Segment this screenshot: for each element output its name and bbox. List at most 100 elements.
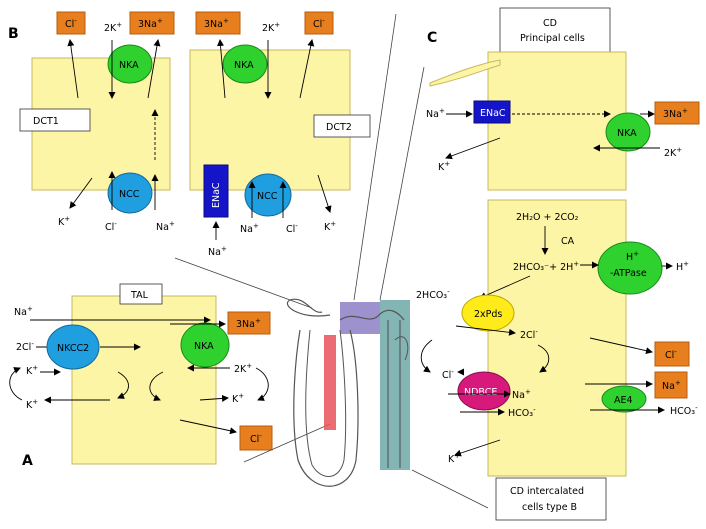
cl-box-c [654, 341, 690, 367]
arrow [589, 337, 653, 355]
arrow [299, 39, 315, 99]
arrow [179, 419, 237, 435]
na-label: 3Na+ [138, 17, 163, 30]
nkcc2-label: NKCC2 [57, 343, 89, 354]
pds-ellipse [461, 294, 515, 332]
connector-line [379, 66, 425, 301]
tal-cell [71, 295, 217, 465]
cl-label: 2Cl- [16, 340, 34, 353]
dct2-label-box [313, 114, 371, 138]
arrow [479, 275, 531, 299]
curved-arrow [255, 367, 269, 401]
tal-segment [324, 335, 336, 430]
na-label: 3Na+ [204, 17, 229, 30]
na-label: Na+ [512, 388, 531, 401]
k-label: K+ [232, 392, 244, 405]
arrow [67, 39, 79, 99]
apical-membrane-tip [429, 59, 501, 87]
nka-left-ellipse [107, 44, 153, 84]
k-label: K+ [26, 364, 38, 377]
nka-left-label: NKA [119, 60, 139, 71]
cl-label: Cl- [250, 432, 262, 445]
panel-label-a: A [22, 453, 33, 469]
ca-label: CA [561, 236, 575, 247]
k-label: K+ [324, 220, 336, 233]
nka-c-label: NKA [617, 128, 637, 139]
k-label: 2K+ [234, 362, 252, 375]
cl-label: Cl- [665, 348, 677, 361]
k-label: K+ [438, 160, 450, 173]
nka-c-ellipse [605, 112, 651, 152]
na-label: Na+ [208, 245, 227, 258]
curved-arrow [117, 371, 129, 399]
tubule-path [286, 298, 331, 317]
dct1-label-box [19, 108, 91, 132]
connector-line [411, 469, 489, 509]
reaction-reactants: 2H₂O + 2CO₂ [516, 212, 579, 223]
collecting-duct-path [387, 320, 401, 468]
enac-b-label: ENaC [211, 182, 222, 208]
h-atpase-line2: -ATPase [610, 268, 647, 279]
hco3-label: HCO₃- [508, 406, 536, 419]
panel-label-b: B [8, 26, 19, 42]
h-label: H+ [676, 260, 689, 273]
k-label: 2K+ [262, 21, 280, 34]
na-box-a [227, 311, 271, 335]
na-label: 3Na+ [236, 317, 261, 330]
nkcc2-ellipse [46, 324, 100, 370]
panel-label-c: C [427, 30, 437, 46]
arrow [455, 325, 516, 336]
tal-label: TAL [130, 290, 149, 301]
cl-box-a [239, 425, 273, 451]
cl-box-b-left [56, 11, 86, 35]
arrow [217, 39, 226, 99]
cl-left-label: Cl- [442, 368, 454, 381]
arrow [69, 177, 93, 209]
nka-right-label: NKA [234, 60, 254, 71]
cl-label: Cl- [313, 17, 325, 30]
principal-label-box [499, 7, 611, 53]
curved-arrow [149, 371, 164, 401]
k-label: 2K+ [664, 146, 682, 159]
dct-path [339, 309, 405, 321]
arrow [147, 39, 161, 99]
k-label: K+ [26, 398, 38, 411]
intercalated-line1: CD intercalated [510, 486, 584, 497]
principal-line1: CD [543, 18, 557, 29]
loop-path-inner [305, 329, 347, 477]
k-label: K+ [58, 215, 70, 228]
cl-label: Cl- [286, 222, 298, 235]
cl-label: Cl- [105, 220, 117, 233]
na-label: Na+ [426, 107, 445, 120]
ndbce-label: NDBCE [464, 387, 497, 398]
na-label: Na+ [14, 305, 33, 318]
na-box-c2 [654, 371, 688, 399]
curved-arrow [420, 339, 433, 373]
ncc-left-ellipse [107, 172, 153, 214]
na-label: Na+ [156, 220, 175, 233]
na-label: 3Na+ [663, 107, 688, 120]
ae4-label: AE4 [614, 395, 633, 406]
nka-right-ellipse [222, 44, 268, 84]
k-label: 2K+ [104, 21, 122, 34]
h-atpase-line1: H+ [626, 250, 639, 263]
cl-box-b-right [304, 11, 334, 35]
na-label: Na+ [240, 222, 259, 235]
ncc-left-label: NCC [119, 189, 140, 200]
intercalated-label-box [495, 477, 607, 521]
curved-arrow [9, 367, 23, 401]
cd-segment [380, 300, 410, 470]
enac-c [473, 100, 511, 124]
ncc-right-label: NCC [257, 191, 278, 202]
arrow [199, 394, 229, 402]
hco3-out-label: 2HCO₃- [416, 288, 450, 301]
connector-line [174, 257, 313, 309]
connector-line [243, 423, 331, 463]
principal-line2: Principal cells [520, 33, 585, 44]
intercalated-cell [487, 199, 627, 477]
pds-label: 2xPds [474, 309, 502, 320]
connector-line [353, 13, 397, 301]
hco3-right-label: HCO₃- [670, 404, 698, 417]
reaction-products: 2HCO₃⁻+ 2H+ [513, 260, 579, 273]
